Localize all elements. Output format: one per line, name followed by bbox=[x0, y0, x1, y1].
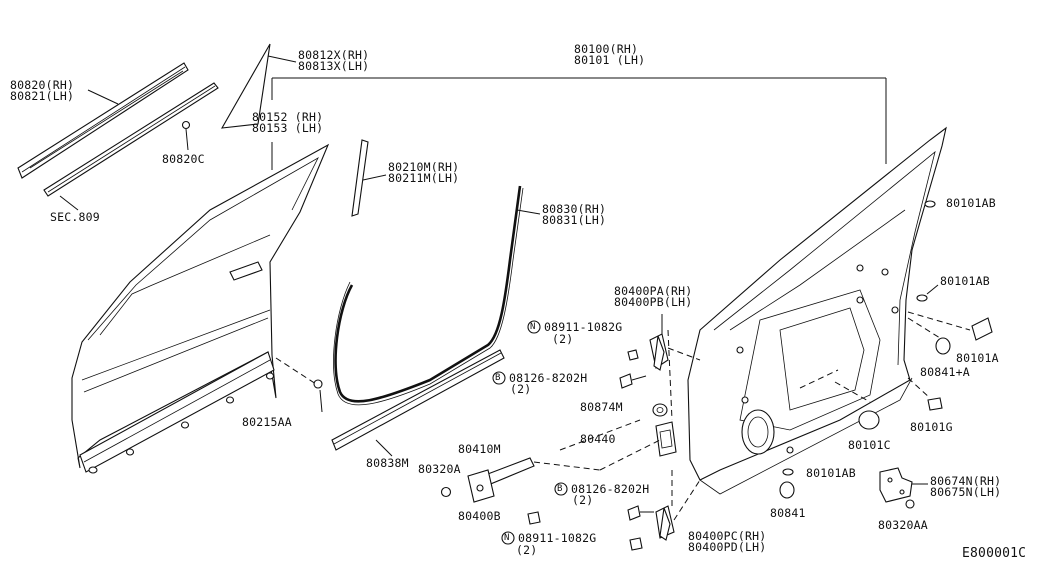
tape-80101a bbox=[907, 311, 993, 341]
lower-molding-80838m bbox=[331, 349, 505, 457]
nut-08911-lower bbox=[629, 537, 643, 551]
label-08911-lower: 08911-1082G bbox=[518, 531, 597, 545]
label-80812x: 80812X(RH) 80813X(LH) bbox=[298, 48, 370, 73]
n-symbol-upper bbox=[527, 320, 541, 334]
label-80830: 80830(RH) 80831(LH) bbox=[542, 202, 607, 227]
label-08126-lower: 08126-8202H bbox=[571, 482, 650, 496]
label-80320aa: 80320AA bbox=[878, 518, 928, 532]
sash-cover-80812x bbox=[220, 43, 297, 129]
hinge-lower-80400pc bbox=[655, 470, 701, 541]
plug-80101ab-mid bbox=[916, 284, 939, 302]
label-08911-lower-qty: (2) bbox=[516, 543, 538, 557]
label-08126-upper: 08126-8202H bbox=[509, 371, 588, 385]
label-80838m: 80838M bbox=[366, 456, 409, 470]
bolt-80320a bbox=[440, 486, 452, 498]
molding-80820 bbox=[17, 62, 189, 179]
sash-strip-80210m bbox=[351, 139, 387, 217]
b-symbol-lower bbox=[554, 482, 568, 496]
label-08911-upper-qty: (2) bbox=[552, 332, 574, 346]
bracket-80674n bbox=[879, 467, 928, 503]
label-sec809: SEC.809 bbox=[50, 210, 100, 224]
diagram-code: E800001C bbox=[962, 546, 1027, 561]
n-symbol-lower bbox=[501, 531, 515, 545]
label-80820c: 80820C bbox=[162, 152, 205, 166]
bolt-80400b bbox=[527, 511, 541, 525]
label-80100: 80100(RH) 80101 (LH) bbox=[574, 42, 646, 67]
screw-80215aa bbox=[313, 379, 323, 413]
b-letter-lower: B bbox=[557, 484, 563, 494]
label-80440: 80440 bbox=[580, 432, 616, 446]
weatherstrip-sec809 bbox=[43, 82, 219, 197]
label-80410m: 80410M bbox=[458, 442, 501, 456]
bolt-08126-lower bbox=[627, 505, 654, 521]
label-80210m: 80210M(RH) 80211M(LH) bbox=[388, 160, 460, 185]
grommet-80101g bbox=[907, 377, 943, 411]
label-80674n: 80674N(RH) 80675N(LH) bbox=[930, 474, 1002, 499]
label-80101g: 80101G bbox=[910, 420, 953, 434]
label-80320a: 80320A bbox=[418, 462, 461, 476]
label-80101ab-low: 80101AB bbox=[806, 466, 856, 480]
label-80841: 80841 bbox=[770, 506, 806, 520]
label-80400pc: 80400PC(RH) 80400PD(LH) bbox=[688, 529, 767, 554]
label-80101a: 80101A bbox=[956, 351, 999, 365]
plug-80101ab-low bbox=[782, 468, 794, 476]
label-80874m: 80874M bbox=[580, 400, 623, 414]
outer-door-panel-80152 bbox=[71, 142, 330, 474]
label-80400b: 80400B bbox=[458, 509, 501, 523]
label-80820: 80820(RH) 80821(LH) bbox=[10, 78, 75, 103]
label-08126-lower-qty: (2) bbox=[572, 493, 594, 507]
plug-80101ab-top bbox=[924, 200, 936, 208]
label-80152: 80152 (RH) 80153 (LH) bbox=[252, 110, 324, 135]
grommet-80874m bbox=[652, 403, 668, 417]
label-80215aa: 80215AA bbox=[242, 415, 292, 429]
door-weatherstrip-80830 bbox=[333, 185, 541, 406]
cap-80841 bbox=[779, 481, 795, 499]
clip-80820c bbox=[181, 120, 191, 151]
bolt-80320aa bbox=[905, 499, 915, 509]
b-letter-upper: B bbox=[495, 373, 501, 383]
label-08126-upper-qty: (2) bbox=[510, 382, 532, 396]
nut-08911-upper bbox=[627, 349, 639, 361]
cap-80841a bbox=[935, 337, 951, 355]
label-80101ab-mid: 80101AB bbox=[940, 274, 990, 288]
label-08911-upper: 08911-1082G bbox=[544, 320, 623, 334]
label-80841a: 80841+A bbox=[920, 365, 970, 379]
n-letter-upper: N bbox=[530, 322, 536, 332]
label-80101ab-top: 80101AB bbox=[946, 196, 996, 210]
door-frame-80100 bbox=[271, 77, 947, 495]
label-80101c: 80101C bbox=[848, 438, 891, 452]
striker-80440 bbox=[655, 421, 677, 457]
b-symbol-upper bbox=[492, 371, 506, 385]
plug-80101c bbox=[858, 410, 880, 430]
hinge-upper-80400pa bbox=[649, 314, 701, 421]
n-letter-lower: N bbox=[504, 533, 510, 543]
label-80400pa: 80400PA(RH) 80400PB(LH) bbox=[614, 284, 693, 309]
check-link-80410m bbox=[467, 419, 661, 503]
bolt-08126-upper bbox=[619, 373, 647, 389]
